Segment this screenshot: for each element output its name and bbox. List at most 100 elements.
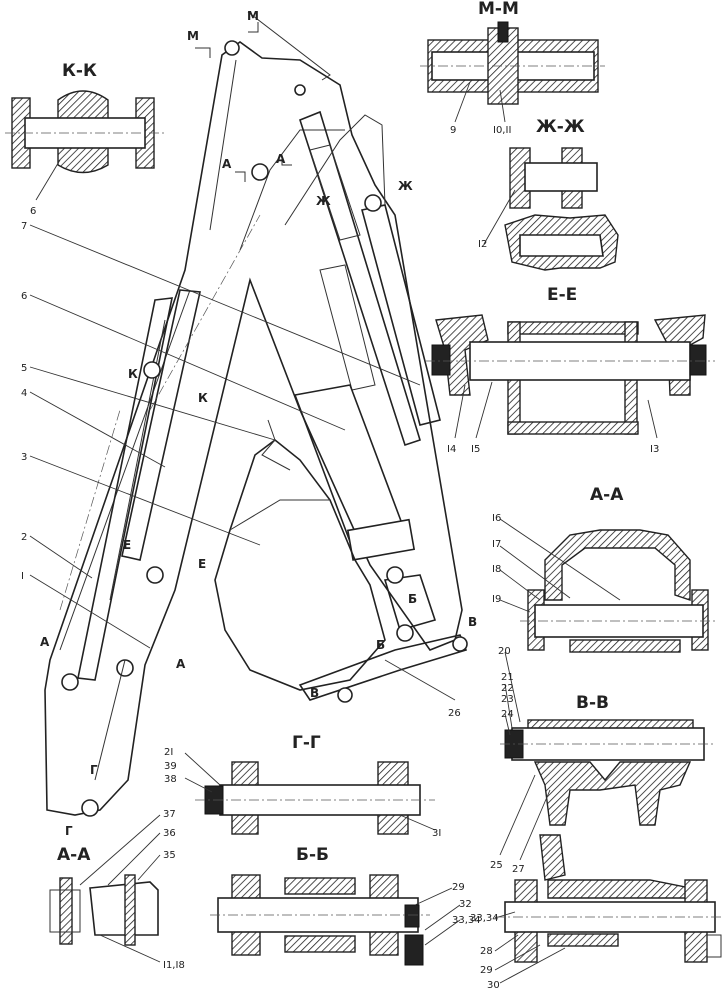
aal-bolt xyxy=(124,874,136,946)
leader-2 xyxy=(29,535,93,579)
zhzh-leader xyxy=(483,189,516,245)
pos-7: 7 xyxy=(21,221,27,232)
gg-pin xyxy=(219,784,421,816)
bucket-tooth xyxy=(261,419,291,471)
pivot-pin-m xyxy=(224,40,240,56)
aa-pos-19: I9 xyxy=(492,594,501,605)
kk-leader xyxy=(35,159,61,201)
leader-7 xyxy=(29,224,421,386)
aa-leader-19 xyxy=(499,599,531,613)
stick-window xyxy=(309,144,361,241)
vv-pos-27: 27 xyxy=(512,864,525,875)
gg-pos-39: 39 xyxy=(164,761,177,772)
cut-label-e2: Е xyxy=(198,557,206,571)
boom-web-line xyxy=(239,129,345,251)
pos-26: 26 xyxy=(448,708,461,719)
pos-6: 6 xyxy=(21,291,27,302)
gg-pos-31: 3I xyxy=(432,828,441,839)
vv-pos-24: 24 xyxy=(501,709,514,720)
aa-leader-17 xyxy=(499,545,571,599)
bb-pos-32: 32 xyxy=(459,899,472,910)
aal-bracket xyxy=(89,881,159,936)
pos-4: 4 xyxy=(21,388,27,399)
stick-slot xyxy=(319,264,376,391)
gg-leader-38 xyxy=(184,777,213,793)
vv-leader-25 xyxy=(499,774,536,856)
leader-3 xyxy=(29,455,261,546)
cut-label-zh1: Ж xyxy=(316,194,331,208)
ee-bottom-plate xyxy=(507,421,639,435)
aa-pos-18: I8 xyxy=(492,564,501,575)
pos-3: 3 xyxy=(21,452,27,463)
section-ee: Е-Е I4 I5 I3 xyxy=(425,285,715,455)
mm-leader-10 xyxy=(499,89,506,123)
bb-pos-29: 29 xyxy=(452,882,465,893)
detail-pin-bottom-right: 33,34 28 29 30 xyxy=(470,834,722,991)
section-title-aa-left: А-А xyxy=(57,845,91,865)
centerline-2 xyxy=(59,409,121,611)
vv-pos-23: 23 xyxy=(501,694,514,705)
ee-top-plate xyxy=(507,321,639,335)
gg-pos-38: 38 xyxy=(164,774,177,785)
upper-cylinder xyxy=(361,204,441,426)
cut-label-b2: Б xyxy=(376,638,385,652)
boom-inner-edge xyxy=(59,289,191,651)
cut-label-m2: М xyxy=(247,9,259,23)
section-title-ee: Е-Е xyxy=(547,285,577,305)
zhzh-pin xyxy=(524,162,598,192)
cut-label-m1: М xyxy=(187,29,199,43)
section-title-mm: М-М xyxy=(478,0,519,19)
section-kk: К-К 6 xyxy=(5,61,165,217)
bb-top-bush xyxy=(284,877,356,895)
cut-label-a4: А xyxy=(176,657,186,671)
leader-5 xyxy=(29,366,276,441)
leader-4 xyxy=(29,391,166,468)
boom-hole xyxy=(294,84,306,96)
aa-leader-18 xyxy=(499,569,541,601)
ee-pos-14: I4 xyxy=(447,444,456,455)
kk-pos-6: 6 xyxy=(30,206,36,217)
hose-curve xyxy=(284,114,386,226)
leader-6 xyxy=(29,294,346,431)
pin-detail-bush xyxy=(547,933,619,947)
vv-leader-27 xyxy=(519,789,551,861)
pivot-pin-e xyxy=(146,566,164,584)
boom-edge-line xyxy=(209,59,237,231)
section-title-bb: Б-Б xyxy=(296,845,329,865)
pd-pos-28: 28 xyxy=(480,946,493,957)
pd-pos-33-34: 33,34 xyxy=(470,913,499,924)
ee-pos-15: I5 xyxy=(471,444,480,455)
aal-bushing xyxy=(49,889,81,933)
pd-pos-29: 29 xyxy=(480,965,493,976)
aal-leader-1-18 xyxy=(99,934,161,963)
cut-mark-a-right xyxy=(281,155,292,166)
linkage-bar xyxy=(298,634,468,701)
pd-leader-30 xyxy=(499,947,566,984)
pd-leader-28 xyxy=(494,934,519,952)
bucket-edge xyxy=(229,499,330,531)
section-aa-left: А-А 37 36 35 I1,I8 xyxy=(49,809,185,971)
bb-washer xyxy=(404,904,420,928)
cut-label-k1: К xyxy=(128,367,138,381)
pos-1: I xyxy=(21,571,24,582)
bb-lock-plate xyxy=(404,934,424,966)
cut-label-v1: В xyxy=(468,615,477,629)
cut-label-b1: Б xyxy=(408,592,417,606)
cylinder-head xyxy=(346,518,416,561)
pivot-pin-zh xyxy=(364,194,382,212)
bucket xyxy=(214,438,386,691)
lower-hose xyxy=(94,659,126,781)
ee-pos-13: I3 xyxy=(650,444,659,455)
vv-leader-20 xyxy=(504,651,521,723)
section-bb: Б-Б 29 32 33,34 xyxy=(210,845,481,966)
section-aa-right: А-А I6 I7 I8 I9 xyxy=(492,485,715,653)
aa-pos-17: I7 xyxy=(492,539,501,550)
section-title-gg: Г-Г xyxy=(292,733,321,753)
link-plate xyxy=(383,574,437,631)
left-cylinder-2 xyxy=(121,289,201,561)
leader-1 xyxy=(29,574,151,649)
aal-leader-35 xyxy=(137,854,161,881)
cut-mark-a-left xyxy=(235,171,246,182)
pivot-pin-g xyxy=(81,799,99,817)
